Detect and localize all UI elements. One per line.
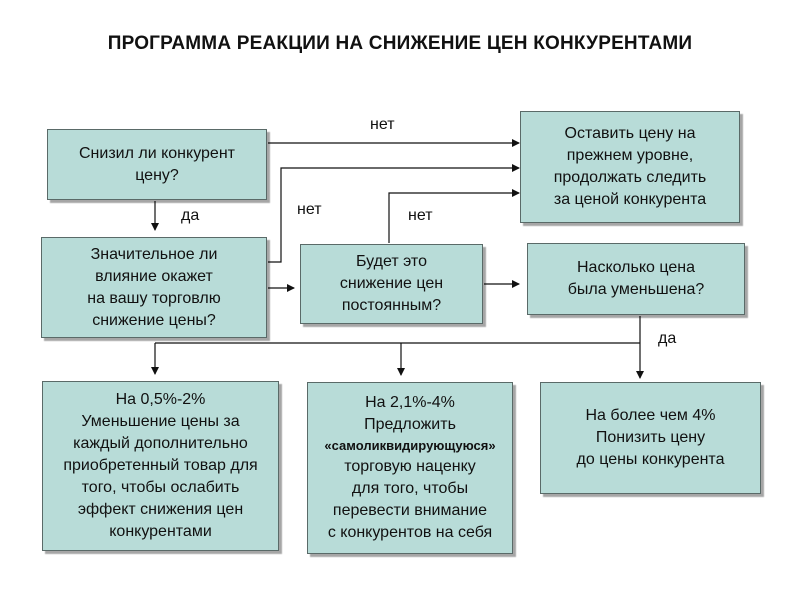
- box-line: влияние окажет: [95, 267, 213, 285]
- box-line: На 2,1%-4%: [365, 394, 455, 411]
- label-no-top: нет: [370, 116, 395, 133]
- box-keep-price: Оставить цену на прежнем уровне, продолж…: [520, 111, 740, 223]
- box-line: Значительное ли: [90, 245, 218, 263]
- box-line: Насколько цена: [577, 259, 695, 276]
- arrow-q3-no-to-keep: [388, 189, 520, 243]
- box-line: Уменьшение цены за: [81, 413, 240, 430]
- box-line: эффект снижения цен: [77, 501, 244, 518]
- box-line: Снизил ли конкурент: [79, 144, 235, 162]
- box-line: на вашу торговлю: [87, 289, 221, 307]
- box-how-much-reduced: Насколько цена была уменьшена?: [527, 243, 745, 315]
- box-line: каждый дополнительно: [73, 435, 248, 452]
- box-line: была уменьшена?: [567, 281, 705, 298]
- box-line: Предложить: [364, 416, 456, 433]
- box-line: с конкурентов на себя: [327, 524, 493, 541]
- label-yes-q1: да: [181, 207, 200, 224]
- box-result-over-4: На более чем 4% Понизить цену до цены ко…: [540, 382, 761, 494]
- box-line: до цены конкурента: [576, 451, 725, 468]
- box-line: Оставить цену на: [564, 125, 696, 142]
- box-result-2-1-4: На 2,1%-4% Предложить «самоликвидирующую…: [307, 382, 513, 554]
- box-line: конкурентами: [109, 523, 212, 540]
- box-line: приобретенный товар для: [63, 457, 258, 474]
- box-line: торговую наценку: [344, 458, 476, 475]
- label-no-q2: нет: [297, 201, 322, 218]
- box-significant-impact: Значительное ли влияние окажет на вашу т…: [41, 237, 267, 338]
- box-line: снижение цен: [339, 275, 444, 292]
- box-competitor-cut-price: Снизил ли конкурент цену?: [47, 129, 267, 200]
- box-line: прежнем уровне,: [566, 147, 694, 164]
- diagram-title: ПРОГРАММА РЕАКЦИИ НА СНИЖЕНИЕ ЦЕН КОНКУР…: [107, 33, 693, 54]
- label-no-q3: нет: [408, 207, 433, 224]
- box-line: постоянным?: [341, 297, 442, 314]
- box-result-0-5-2: На 0,5%-2% Уменьшение цены за каждый доп…: [42, 381, 279, 551]
- box-line: цену?: [135, 166, 179, 184]
- label-yes-q4: да: [658, 330, 677, 347]
- box-line: «самоликвидирующуюся»: [324, 438, 496, 453]
- box-line: Будет это: [356, 253, 427, 270]
- box-line: Понизить цену: [595, 429, 706, 446]
- box-line: снижение цены?: [92, 311, 216, 329]
- box-line: того, чтобы ослабить: [81, 479, 240, 496]
- box-line: продолжать следить: [553, 169, 707, 186]
- arrow-q2-no-to-keep: [268, 164, 520, 263]
- box-permanent-cut: Будет это снижение цен постоянным?: [300, 244, 483, 324]
- box-line: На более чем 4%: [585, 407, 716, 424]
- box-line: На 0,5%-2%: [115, 391, 206, 408]
- box-line: для того, чтобы: [351, 480, 469, 497]
- box-line: перевести внимание: [332, 502, 488, 519]
- box-line: за ценой конкурента: [553, 191, 707, 208]
